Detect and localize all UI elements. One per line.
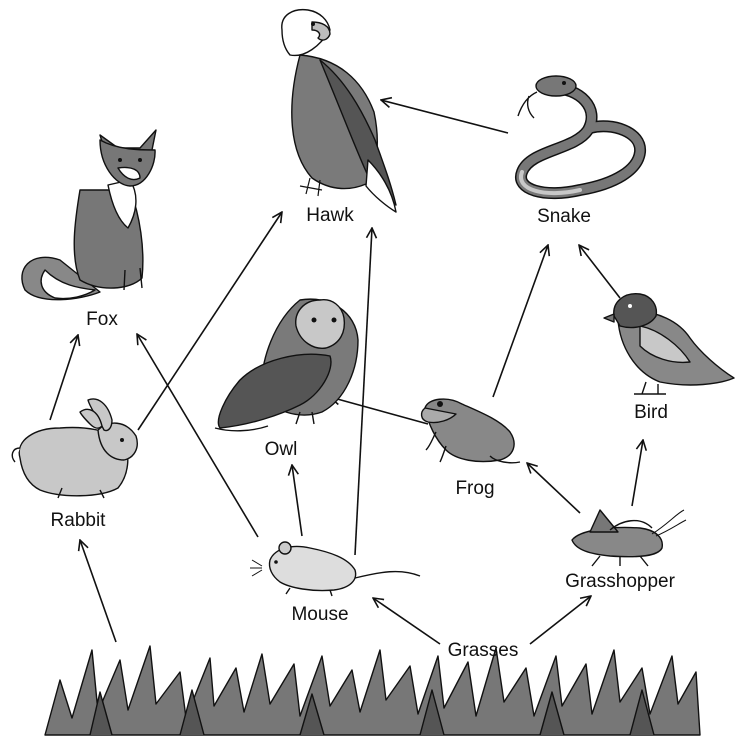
arrow-snake-to-hawk	[381, 100, 508, 133]
frog-illustration	[422, 399, 520, 463]
arrow-frog-to-snake	[493, 245, 548, 397]
arrow-grasshopper-to-bird	[632, 440, 643, 506]
arrow-mouse-to-owl	[292, 465, 302, 536]
arrow-grasses-to-grasshopper	[530, 596, 591, 644]
label-bird: Bird	[634, 402, 668, 423]
labels: Hawk Snake Fox Rabbit Owl Frog Bird Mous…	[51, 205, 676, 661]
grass-illustration	[45, 646, 700, 735]
label-fox: Fox	[86, 309, 118, 330]
arrow-grasses-to-rabbit	[80, 540, 116, 642]
rabbit-illustration	[12, 399, 137, 498]
label-hawk: Hawk	[306, 205, 354, 226]
arrow-bird-to-snake	[579, 245, 620, 298]
label-snake: Snake	[537, 206, 591, 227]
fox-illustration	[22, 130, 156, 300]
arrow-mouse-to-fox	[137, 334, 258, 537]
mouse-illustration	[250, 542, 420, 596]
label-mouse: Mouse	[291, 604, 348, 625]
label-frog: Frog	[455, 478, 494, 499]
hawk-illustration	[282, 10, 396, 212]
arrow-rabbit-to-fox	[50, 335, 78, 420]
grasshopper-illustration	[572, 510, 686, 566]
arrow-grasshopper-to-frog	[527, 463, 580, 513]
label-grasshopper: Grasshopper	[565, 571, 676, 592]
label-rabbit: Rabbit	[51, 510, 107, 531]
label-owl: Owl	[265, 439, 298, 460]
label-grasses: Grasses	[448, 640, 519, 661]
arrow-grasses-to-mouse	[373, 598, 440, 644]
bird-illustration	[604, 294, 734, 394]
arrow-frog-to-owl	[330, 397, 428, 424]
owl-illustration	[215, 299, 358, 431]
arrow-mouse-to-hawk	[355, 228, 372, 555]
snake-illustration	[518, 76, 640, 193]
